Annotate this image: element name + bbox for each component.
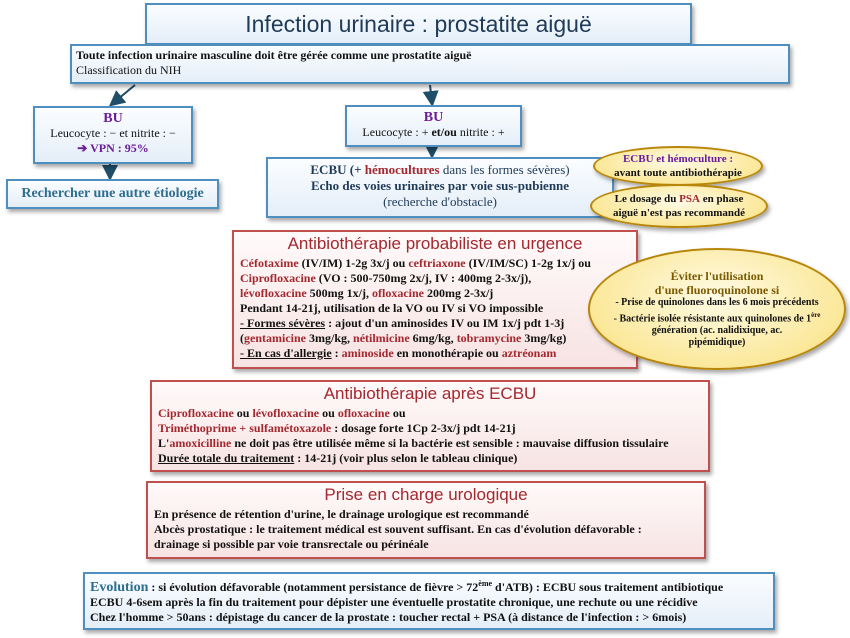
drug-levofloxacine: lévofloxacine xyxy=(240,286,307,300)
bubble-psa-c: en phase xyxy=(702,193,744,205)
dose-ofloxacine: 200mg 2-3x/j xyxy=(423,286,494,300)
vpn-value: VPN : 95% xyxy=(90,141,149,155)
atb-duration: Pendant 14-21j, utilisation de la VO ou … xyxy=(240,301,544,315)
dose-trimethoprime: : dosage forte 1Cp 2-3x/j pdt 14-21j xyxy=(331,421,516,435)
drug-ciprofloxacine: Ciprofloxacine xyxy=(240,271,316,285)
other-etiology-text: Rechercher une autre étiologie xyxy=(21,186,204,201)
atb-ecbu-box: Antibiothérapie après ECBU Ciprofloxacin… xyxy=(150,380,710,472)
dose-netilmicine: 6mg/kg, xyxy=(409,331,457,345)
drug-ciprofloxacine-2: Ciprofloxacine xyxy=(158,406,234,420)
bu-positive-box: BU Leucocyte : + et/ou nitrite : + xyxy=(345,105,522,147)
drug-ofloxacine: ofloxacine xyxy=(371,286,424,300)
arrow-to-bu-neg xyxy=(108,84,136,107)
bubble-fq-line4-sup: ère xyxy=(811,310,821,319)
drug-tobramycine: tobramycine xyxy=(456,331,522,345)
dose-tobramycine: 3mg/kg) xyxy=(521,331,567,345)
evolution-line-2: ECBU 4-6sem après la fin du traitement p… xyxy=(90,595,698,609)
bu-positive-leuco: Leucocyte : + xyxy=(362,125,429,139)
bubble-fq-line5: génération (ac. nalidixique, ac. xyxy=(651,325,783,337)
evolution-line-3: Chez l'homme > 50ans : dépistage du canc… xyxy=(90,610,687,624)
bubble-ecbu-before-atb: ECBU et hémoculture : avant toute antibi… xyxy=(593,146,763,186)
ecbu-line1-a: ECBU (+ xyxy=(310,162,362,177)
intro-box: Toute infection urinaire masculine doit … xyxy=(70,44,790,84)
bubble-fq-line6: pipémidique) xyxy=(688,337,746,349)
bubble-ecbu-line2: avant toute antibiothérapie xyxy=(614,167,742,179)
drug-trimethoprime: Triméthoprime + sulfamétoxazole xyxy=(158,421,332,435)
ecbu-line1-c: dans les formes sévères) xyxy=(442,162,570,177)
urology-title: Prise en charge urologique xyxy=(324,485,528,504)
allergy-text: en monothérapie ou xyxy=(393,346,502,360)
page-title-box: Infection urinaire : prostatite aiguë xyxy=(145,3,692,45)
dose-ceftriaxone: (IV/IM/SC) 1-2g 1x/j ou xyxy=(465,256,591,270)
ecbu-echo: Echo des voies urinaires par voie sus-pu… xyxy=(310,178,570,193)
page-title: Infection urinaire : prostatite aiguë xyxy=(245,10,592,37)
ecbu-obstacle: (recherche d'obstacle) xyxy=(383,194,497,209)
dose-ciprofloxacine: (VO : 500-750mg 2x/j, IV : 400mg 2-3x/j)… xyxy=(315,271,532,285)
intro-line-1: Toute infection urinaire masculine doit … xyxy=(76,48,472,62)
evolution-box: Evolution : si évolution défavorable (no… xyxy=(83,572,775,630)
paren-open: ( xyxy=(240,331,244,345)
dose-cefotaxime: (IV/IM) 1-2g 3x/j ou xyxy=(298,256,409,270)
bu-negative-box: BU Leucocyte : − et nitrite : − ➔ VPN : … xyxy=(33,106,193,164)
drug-gentamicine: gentamicine xyxy=(244,331,306,345)
intro-line-2: Classification du NIH xyxy=(76,63,182,77)
drug-cefotaxime: Céfotaxime xyxy=(240,256,299,270)
total-duration-label: Durée totale du traitement xyxy=(158,451,295,465)
arrow-to-bu-pos xyxy=(422,84,439,107)
drug-ofloxacine-2: ofloxacine xyxy=(337,406,390,420)
bubble-psa-b: PSA xyxy=(679,193,700,205)
dose-levofloxacine: 500mg 1x/j, xyxy=(306,286,372,300)
severe-forms-text: : ajout d'un aminosides IV ou IM 1x/j pd… xyxy=(325,316,565,330)
bubble-fluoroquinolone: Éviter l'utilisation d'une fluoroquinolo… xyxy=(588,248,846,370)
ecbu-box: ECBU (+ hémocultures dans les formes sév… xyxy=(266,157,614,218)
atb-ecbu-title: Antibiothérapie après ECBU xyxy=(323,384,537,403)
dose-gentamicine: 3mg/kg, xyxy=(306,331,354,345)
severe-forms-label: - Formes sévères xyxy=(240,316,326,330)
or-3: ou xyxy=(389,406,406,420)
evolution-sup: ème xyxy=(478,579,493,588)
bubble-psa: Le dosage du PSA en phase aiguë n'est pa… xyxy=(590,184,768,228)
drug-netilmicine: nétilmicine xyxy=(353,331,410,345)
bu-negative-label: BU xyxy=(103,111,123,126)
drug-aztreonam: aztréonam xyxy=(501,346,557,360)
allergy-label: - En cas d'allergie xyxy=(240,346,332,360)
atb-urgence-title: Antibiothérapie probabiliste en urgence xyxy=(287,234,583,253)
bubble-fq-line1: Éviter l'utilisation xyxy=(670,268,764,283)
amox-text: ne doit pas être utilisée même si la bac… xyxy=(231,436,669,450)
bubble-fq-line2: d'une fluoroquinolone si xyxy=(654,282,780,297)
evolution-line1-b: d'ATB) : ECBU sous traitement antibiotiq… xyxy=(492,580,724,594)
evolution-label: Evolution xyxy=(90,580,149,595)
bu-positive-andor: et/ou xyxy=(431,125,457,139)
urology-line-3: drainage si possible par voie transrecta… xyxy=(154,537,429,551)
amox-prefix: L' xyxy=(158,436,170,450)
or-1: ou xyxy=(233,406,253,420)
bubble-ecbu-line1: ECBU et hémoculture : xyxy=(622,153,734,165)
allergy-sep: : xyxy=(331,346,342,360)
bubble-fq-line3: - Prise de quinolones dans les 6 mois pr… xyxy=(615,296,819,308)
bu-negative-result: Leucocyte : − et nitrite : − xyxy=(50,126,176,140)
drug-aminoside: aminoside xyxy=(341,346,394,360)
bu-positive-nitrite: nitrite : + xyxy=(459,125,505,139)
bubble-fq-line4: - Bactérie isolée résistante aux quinolo… xyxy=(613,313,812,325)
drug-amoxicilline: amoxicilline xyxy=(169,436,232,450)
urology-line-2: Abcès prostatique : le traitement médica… xyxy=(154,522,642,536)
arrow-right-icon: ➔ xyxy=(77,141,88,155)
or-2: ou xyxy=(319,406,338,420)
bu-positive-label: BU xyxy=(423,110,444,125)
drug-ceftriaxone: ceftriaxone xyxy=(408,256,466,270)
other-etiology-box: Rechercher une autre étiologie xyxy=(6,179,219,209)
urology-box: Prise en charge urologique En présence d… xyxy=(146,481,706,559)
evolution-line1-a: : si évolution défavorable (notamment pe… xyxy=(148,580,479,594)
urology-line-1: En présence de rétention d'urine, le dra… xyxy=(154,507,529,521)
total-duration-text: : 14-21j (voir plus selon le tableau cli… xyxy=(294,451,518,465)
bubble-psa-a: Le dosage du xyxy=(614,193,677,205)
bubble-psa-line2: aiguë n'est pas recommandé xyxy=(612,207,746,219)
drug-levofloxacine-2: lévofloxacine xyxy=(252,406,320,420)
ecbu-hemocultures: hémocultures xyxy=(364,162,440,177)
atb-urgence-box: Antibiothérapie probabiliste en urgence … xyxy=(232,230,638,369)
